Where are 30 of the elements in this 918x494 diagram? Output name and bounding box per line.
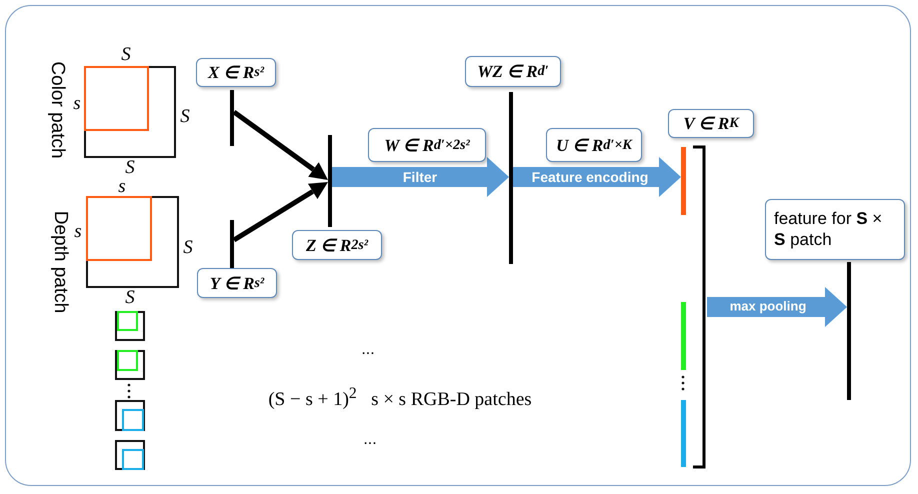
arrow (232, 182, 328, 242)
vector-bar (681, 147, 686, 215)
bracket (693, 145, 707, 469)
dimension-label: S (183, 237, 193, 259)
arrow (232, 110, 328, 180)
dimension-label: S (121, 44, 131, 66)
vector-bar (328, 135, 332, 227)
patch-label: Color patch (46, 61, 68, 159)
vector-bar (681, 400, 686, 467)
dimension-label: s (118, 176, 126, 198)
dimension-label: s (74, 221, 82, 243)
text-box: feature for S × S patch (765, 199, 905, 260)
vector-bar (681, 302, 686, 370)
edge-label: Feature encoding (532, 169, 648, 185)
patch-count-text: (S − s + 1)$^{2}$ s × s RGB-D patches (268, 384, 532, 412)
ellipsis-text: ... (361, 341, 375, 359)
arrow (332, 157, 509, 197)
arrow (707, 287, 847, 327)
vector-bar (509, 92, 513, 264)
vector-bar (847, 262, 851, 400)
dimension-label: s (73, 93, 81, 115)
edge-label: max pooling (730, 298, 806, 314)
edge-label: Filter (402, 169, 438, 185)
dimension-label: S (125, 157, 135, 179)
arrow (513, 157, 681, 197)
dimension-label: S (125, 287, 135, 309)
ellipsis-text: ... (363, 431, 377, 449)
dimension-label: S (180, 106, 190, 128)
patch-label: Depth patch (49, 210, 71, 314)
vector-bar (230, 90, 234, 146)
